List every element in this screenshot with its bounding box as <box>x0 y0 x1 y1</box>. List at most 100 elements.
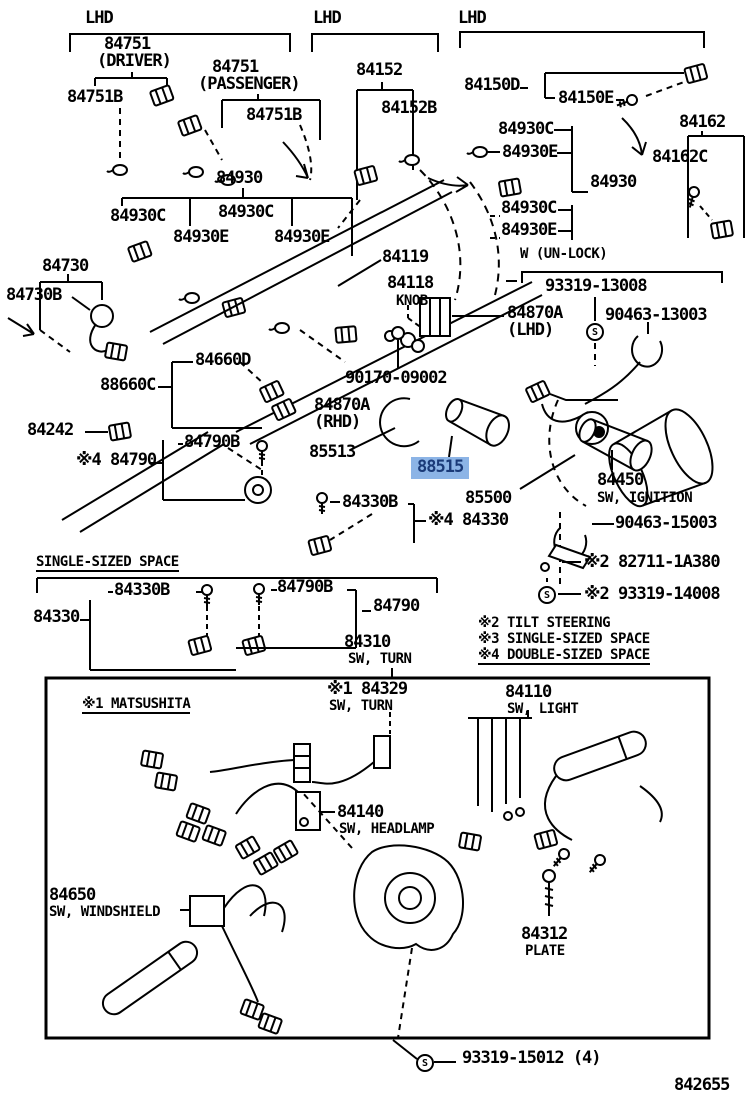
part-label-84162c: 84162C <box>652 147 708 167</box>
part-label-90463-15003: 90463-15003 <box>615 513 718 533</box>
part-label-84930e-r1: 84930E <box>502 142 558 162</box>
group-84730 <box>39 274 129 362</box>
part-label-84242: 84242 <box>27 420 74 440</box>
part-label-84310: 84310 <box>344 632 391 652</box>
group-main-box <box>44 668 711 1040</box>
part-label-84730: 84730 <box>42 256 89 276</box>
part-label-84930-r: 84930 <box>590 172 637 192</box>
part-sub-sw-turn-2: SW, TURN <box>329 698 393 714</box>
circle-s-icon-3: S <box>416 1054 434 1072</box>
part-sub-sw-windshield: SW, WINDSHIELD <box>49 904 161 920</box>
part-label-84790-ref4: ※4 84790 <box>76 450 157 470</box>
note-tilt-steering: ※2 TILT STEERING <box>478 615 611 631</box>
group-84162 <box>684 131 745 240</box>
part-label-85500: 85500 <box>465 488 512 508</box>
part-label-84930c-r2: 84930C <box>501 198 557 218</box>
part-label-90463-13003: 90463-13003 <box>605 305 708 325</box>
group-84140 <box>175 782 335 847</box>
group-84330-upper <box>307 492 426 557</box>
part-label-84751-driver: 84751 <box>104 34 151 54</box>
flow-arrows <box>7 117 647 337</box>
part-sub-sw-headlamp: SW, HEADLAMP <box>339 821 435 837</box>
part-sub-passenger: (PASSENGER) <box>198 74 301 94</box>
part-label-84330-ref4: ※4 84330 <box>428 510 509 530</box>
part-label-85513: 85513 <box>309 442 356 462</box>
group-84150 <box>520 62 709 112</box>
group-column <box>301 791 609 1039</box>
part-label-93319-15012: 93319-15012 (4) <box>462 1048 602 1068</box>
part-label-84751b-1: 84751B <box>67 87 123 107</box>
group-lighter <box>349 397 653 490</box>
steering-column-lines <box>61 169 543 533</box>
circle-s-icon-2: S <box>538 586 556 604</box>
part-label-84329: ※1 84329 <box>327 679 408 699</box>
section-matsushita: ※1 MATSUSHITA <box>82 696 191 714</box>
lhd-label-2: LHD <box>313 8 342 28</box>
part-label-84930e-l2: 84930E <box>274 227 330 247</box>
part-label-84730b: 84730B <box>6 285 62 305</box>
part-sub-sw-turn-1: SW, TURN <box>348 651 412 667</box>
part-sub-knob: KNOB <box>396 293 428 309</box>
part-label-84930e-r2: 84930E <box>501 220 557 240</box>
part-label-93319-13008: 93319-13008 <box>545 276 648 296</box>
group-84930-center <box>121 188 353 334</box>
part-label-84790: 84790 <box>373 596 420 616</box>
lhd-label-3: LHD <box>458 8 487 28</box>
part-label-82711-1a380: ※2 82711-1A380 <box>584 552 721 572</box>
part-sub-plate: PLATE <box>525 943 565 959</box>
part-label-84870a-rhd: 84870A <box>314 395 370 415</box>
drawing-number: 842655 <box>674 1075 730 1095</box>
part-sub-driver: (DRIVER) <box>97 51 172 71</box>
part-label-84790b-upper: 84790B <box>184 432 240 452</box>
group-single-sized <box>36 577 438 671</box>
part-sub-rhd: (RHD) <box>314 412 361 432</box>
group-84870a-lhd <box>419 297 504 337</box>
part-label-88660c: 88660C <box>100 375 156 395</box>
group-93319-15012 <box>392 1039 456 1063</box>
part-label-84790b: 84790B <box>277 577 333 597</box>
lhd-brackets <box>69 31 705 52</box>
part-label-84330b-upper: 84330B <box>342 492 398 512</box>
part-label-84930-c: 84930 <box>216 168 263 188</box>
lhd-label-1: LHD <box>85 8 114 28</box>
part-label-84930c-l1: 84930C <box>110 206 166 226</box>
section-w-unlock: W (UN-LOCK) <box>520 246 608 262</box>
group-w-unlock <box>506 271 723 366</box>
part-label-84660d: 84660D <box>195 350 251 370</box>
part-sub-lhd: (LHD) <box>507 320 554 340</box>
part-label-84152: 84152 <box>356 60 403 80</box>
group-88660c <box>158 361 298 429</box>
part-label-84150d: 84150D <box>464 75 520 95</box>
part-label-84150e: 84150E <box>558 88 614 108</box>
part-label-84930c-l2: 84930C <box>218 202 274 222</box>
part-sub-sw-light: SW, LIGHT <box>507 701 579 717</box>
circle-s-icon-1: S <box>586 323 604 341</box>
part-label-84330b: 84330B <box>114 580 170 600</box>
part-label-90170-09002: 90170-09002 <box>345 368 448 388</box>
part-label-84870a-lhd: 84870A <box>507 303 563 323</box>
group-84751 <box>94 72 321 186</box>
section-single-sized-space: SINGLE-SIZED SPACE <box>36 554 179 572</box>
part-label-84119: 84119 <box>382 247 429 267</box>
part-label-84650: 84650 <box>49 885 96 905</box>
part-label-84140: 84140 <box>337 802 384 822</box>
note-double-sized: ※4 DOUBLE-SIZED SPACE <box>478 647 650 665</box>
group-84329 <box>139 735 391 792</box>
part-label-84312: 84312 <box>521 924 568 944</box>
group-84110 <box>457 710 663 852</box>
group-tilt-parts <box>540 512 614 595</box>
part-label-84751b-2: 84751B <box>246 105 302 125</box>
part-label-84110: 84110 <box>505 682 552 702</box>
part-label-84162: 84162 <box>679 112 726 132</box>
part-label-88515-highlighted[interactable]: 88515 <box>411 457 470 479</box>
part-label-84930c-r1: 84930C <box>498 119 554 139</box>
group-knob <box>334 259 431 368</box>
part-label-84152b: 84152B <box>381 98 437 118</box>
part-label-84751-passenger: 84751 <box>212 57 259 77</box>
group-84242 <box>85 421 272 504</box>
group-84930-right <box>466 126 588 240</box>
part-label-93319-14008: ※2 93319-14008 <box>584 584 721 604</box>
part-label-84450: 84450 <box>597 470 644 490</box>
part-sub-sw-ignition: SW, IGNITION <box>597 490 693 506</box>
